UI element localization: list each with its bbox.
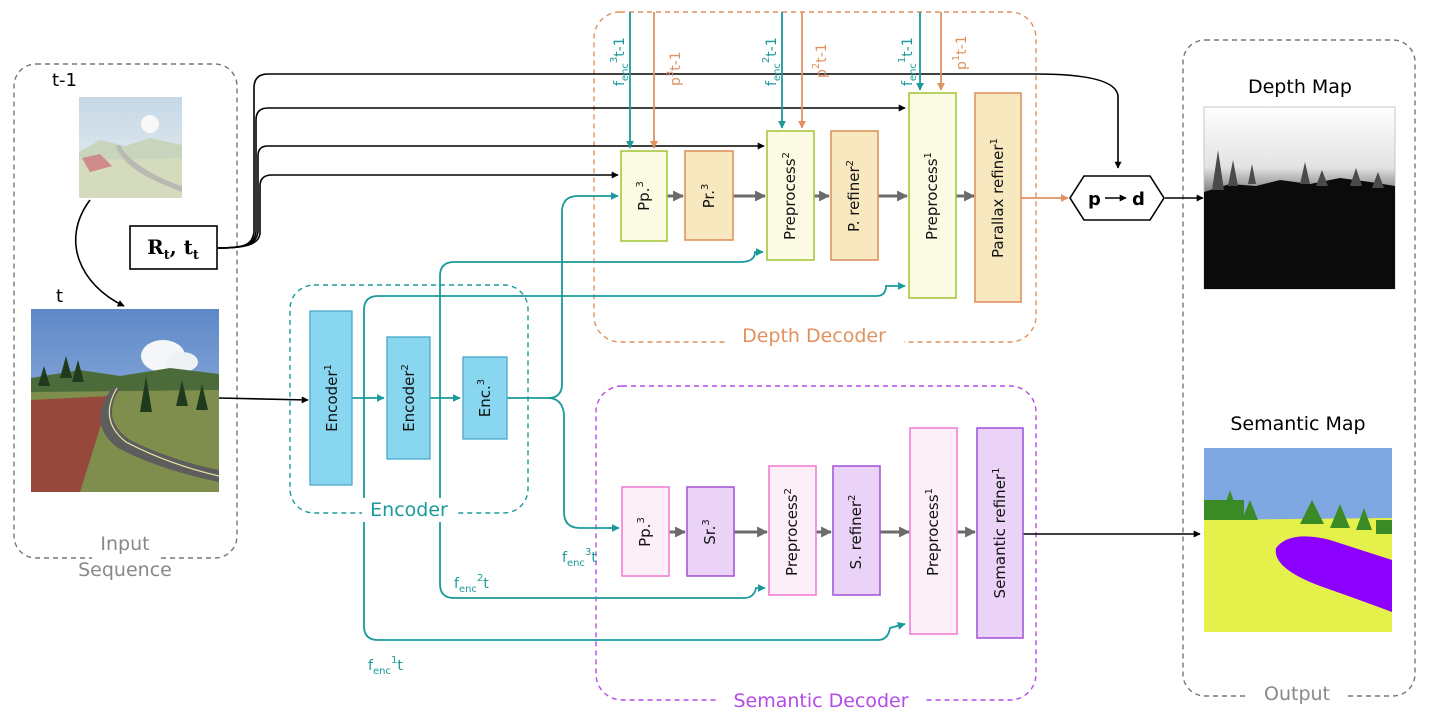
depth-top-input-labels: fenc3t-1 p3t-1 fenc2t-1 p2t-1 fenc1t-1 p… bbox=[609, 35, 970, 86]
svg-text:p: p bbox=[1088, 189, 1101, 210]
svg-text:P. refiner2: P. refiner2 bbox=[845, 160, 863, 232]
semantic-s-refiner2-block: S. refiner2 bbox=[832, 465, 881, 596]
svg-text:Pp.3: Pp.3 bbox=[636, 517, 654, 547]
encoder-block-1: Encoder1 bbox=[309, 310, 353, 486]
svg-text:Enc.3: Enc.3 bbox=[476, 379, 494, 417]
frame-curr-label: t bbox=[56, 286, 63, 307]
depth-parallax-refiner1-block: Parallax refiner1 bbox=[974, 92, 1022, 303]
input-sequence-label-line1: Input bbox=[100, 533, 149, 555]
encoder-label: Encoder bbox=[370, 499, 448, 521]
fenc1-t-1-label: fenc1t-1 bbox=[897, 37, 919, 86]
svg-text:Preprocess1: Preprocess1 bbox=[923, 152, 941, 240]
orange-connectors bbox=[650, 12, 1069, 202]
svg-text:Encoder1: Encoder1 bbox=[323, 364, 341, 432]
svg-text:Encoder2: Encoder2 bbox=[400, 364, 418, 432]
depth-preprocess2-block: Preprocess2 bbox=[766, 130, 815, 261]
svg-text:Semantic refiner1: Semantic refiner1 bbox=[991, 468, 1009, 599]
svg-text:d: d bbox=[1132, 189, 1145, 210]
svg-text:Parallax refiner1: Parallax refiner1 bbox=[989, 138, 1007, 258]
svg-text:S. refiner2: S. refiner2 bbox=[847, 495, 865, 570]
teal-connectors bbox=[352, 12, 924, 641]
frame-prev-label: t-1 bbox=[52, 70, 77, 91]
fenc2-t-1-label: fenc2t-1 bbox=[761, 37, 783, 86]
depth-p-refiner2-block: P. refiner2 bbox=[830, 130, 879, 261]
depth-preprocess1-block: Preprocess1 bbox=[908, 92, 957, 299]
depth-map-title: Depth Map bbox=[1248, 76, 1352, 98]
svg-text:Preprocess1: Preprocess1 bbox=[924, 488, 942, 576]
fenc3-t-1-label: fenc3t-1 bbox=[609, 37, 631, 86]
output-group: Output bbox=[1182, 39, 1416, 705]
encoder-block-3: Enc.3 bbox=[462, 356, 508, 440]
depth-decoder-group: Depth Decoder bbox=[593, 11, 1037, 348]
svg-text:Sr.3: Sr.3 bbox=[701, 519, 719, 544]
p3-t-1-label: p3t-1 bbox=[665, 51, 684, 86]
svg-text:Preprocess2: Preprocess2 bbox=[781, 152, 799, 240]
semantic-decoder-group: Semantic Decoder bbox=[595, 385, 1037, 714]
pose-label: Rt, tt bbox=[147, 235, 199, 263]
semantic-map-title: Semantic Map bbox=[1230, 413, 1365, 435]
output-label: Output bbox=[1264, 683, 1330, 705]
svg-text:Preprocess2: Preprocess2 bbox=[783, 488, 801, 576]
semantic-preprocess2-block: Preprocess2 bbox=[768, 465, 817, 596]
depth-decoder-label: Depth Decoder bbox=[742, 325, 886, 347]
frame-prev-image bbox=[79, 97, 182, 198]
depth-pr3-block: Pr.3 bbox=[684, 150, 734, 241]
grey-connectors bbox=[667, 190, 977, 538]
input-sequence-label-line2: Sequence bbox=[78, 559, 172, 581]
semantic-refiner1-block: Semantic refiner1 bbox=[976, 427, 1024, 639]
depth-map-image bbox=[1203, 106, 1396, 290]
encoder-group bbox=[289, 284, 529, 514]
p1-t-1-label: p1t-1 bbox=[951, 35, 970, 70]
fenc2-t-label: fenc2t bbox=[454, 573, 489, 595]
semantic-pp3-block: Pp.3 bbox=[621, 486, 670, 577]
black-connectors bbox=[74, 73, 1204, 538]
semantic-decoder-label: Semantic Decoder bbox=[733, 690, 908, 712]
svg-text:Pp.3: Pp.3 bbox=[635, 181, 653, 211]
frame-curr-image bbox=[31, 309, 220, 492]
fenc3-t-label: fenc3t bbox=[562, 547, 597, 569]
svg-text:Pr.3: Pr.3 bbox=[700, 184, 718, 209]
p2-t-1-label: p2t-1 bbox=[811, 43, 830, 78]
input-sequence-group: Input Sequence bbox=[13, 63, 238, 581]
semantic-preprocess1-block: Preprocess1 bbox=[909, 427, 958, 635]
parallax-to-depth-converter: p d bbox=[1069, 175, 1165, 221]
semantic-sr3-block: Sr.3 bbox=[686, 486, 735, 577]
pose-box: Rt, tt bbox=[129, 225, 218, 270]
depth-pp3-block: Pp.3 bbox=[620, 150, 668, 242]
semantic-map-image bbox=[1204, 448, 1392, 632]
encoder-block-2: Encoder2 bbox=[386, 336, 431, 460]
fenc1-t-label: fenc1t bbox=[368, 655, 403, 677]
